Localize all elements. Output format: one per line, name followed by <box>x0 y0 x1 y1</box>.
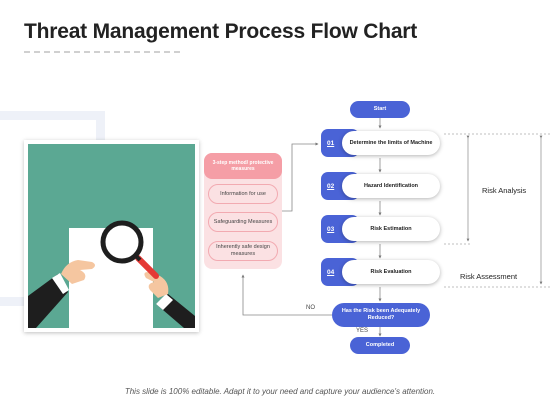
step-number-03: 03 <box>327 226 335 233</box>
risk-analysis-label: Risk Analysis <box>482 186 527 195</box>
title-underline <box>24 51 180 53</box>
method-item-safe-design: Inherently safe design measures <box>208 241 278 261</box>
protective-measures-heading: 3-step method/ protective measures <box>204 153 282 179</box>
risk-assessment-label: Risk Assessment <box>460 272 518 281</box>
completed-node: Completed <box>350 337 410 354</box>
start-node: Start <box>350 101 410 118</box>
step-number-02: 02 <box>327 183 335 190</box>
step-number-04: 04 <box>327 269 335 276</box>
step-card-01: Determine the limits of Machine <box>342 131 440 155</box>
magnifier-inspection-image <box>28 144 195 328</box>
inspection-illustration <box>24 140 199 332</box>
step-number-01: 01 <box>327 140 335 147</box>
yes-label: YES <box>356 328 369 334</box>
arrow-no-loop <box>241 274 332 316</box>
method-item-information: Information for use <box>208 184 278 204</box>
step-card-04: Risk Evaluation <box>342 260 440 284</box>
no-label: NO <box>306 305 315 311</box>
slide-title: Threat Management Process Flow Chart <box>24 20 418 43</box>
protective-measures-panel: 3-step method/ protective measures Infor… <box>204 153 282 269</box>
step-card-03: Risk Estimation <box>342 217 440 241</box>
method-item-safeguarding: Safeguarding Measures <box>208 212 278 232</box>
footer-note: This slide is 100% editable. Adapt it to… <box>124 387 436 396</box>
step-card-02: Hazard Identification <box>342 174 440 198</box>
decision-node: Has the Risk been Adequately Reduced? <box>332 303 430 327</box>
arrow-methods-to-01 <box>282 142 319 212</box>
